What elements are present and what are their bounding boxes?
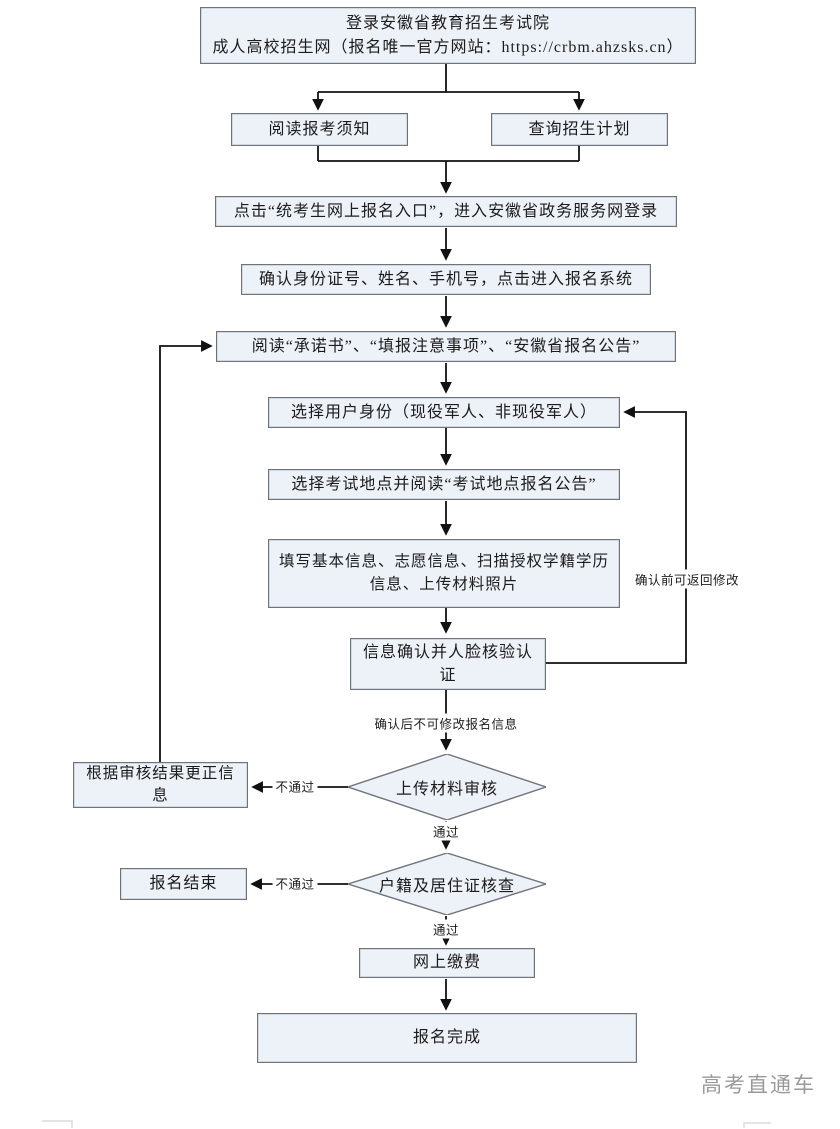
decision-residence-check: 户籍及居住证核查 — [348, 853, 546, 915]
node-registration-complete: 报名完成 — [257, 1013, 637, 1063]
edge-label-material-fail: 不通过 — [272, 776, 318, 796]
node-login-site-line2: 成人高校招生网（报名唯一官方网站：https://crbm.ahzsks.cn） — [212, 38, 684, 56]
node-click-entry-label: 点击“统考生网上报名入口”，进入安徽省政务服务网登录 — [233, 202, 659, 220]
node-face-verification-label: 信息确认并人脸核验认证 — [362, 643, 533, 684]
node-registration-complete-label: 报名完成 — [412, 1029, 481, 1047]
node-read-notice: 阅读报考须知 — [231, 113, 408, 146]
node-query-plan-label: 查询招生计划 — [528, 120, 631, 138]
edge-label-editable-before-confirm: 确认前可返回修改 — [631, 569, 743, 589]
edge-label-not-editable-after-confirm: 确认后不可修改报名信息 — [371, 713, 521, 733]
node-select-exam-location-label: 选择考试地点并阅读“考试地点报名公告” — [291, 475, 597, 493]
node-correct-information-label: 根据审核结果更正信息 — [86, 764, 235, 804]
decision-material-review-label: 上传材料审核 — [395, 781, 498, 798]
node-confirm-identity-info: 确认身份证号、姓名、手机号，点击进入报名系统 — [241, 264, 651, 295]
diamond-shape — [348, 754, 546, 820]
node-select-identity-label: 选择用户身份（现役军人、非现役军人） — [290, 403, 597, 421]
node-select-identity: 选择用户身份（现役军人、非现役军人） — [268, 397, 620, 428]
node-registration-end-label: 报名结束 — [149, 875, 218, 893]
node-query-plan: 查询招生计划 — [491, 113, 668, 146]
watermark-gaokao-zhitongche: 高考直通车 — [701, 1074, 816, 1097]
node-confirm-identity-info-label: 确认身份证号、姓名、手机号，点击进入报名系统 — [258, 270, 633, 288]
edge-label-residence-fail: 不通过 — [272, 873, 318, 893]
decision-material-review: 上传材料审核 — [348, 754, 546, 820]
edge-label-material-pass: 通过 — [429, 821, 463, 841]
diamond-shape — [348, 853, 546, 915]
node-click-entry: 点击“统考生网上报名入口”，进入安徽省政务服务网登录 — [215, 196, 677, 227]
node-select-exam-location: 选择考试地点并阅读“考试地点报名公告” — [268, 469, 620, 500]
node-login-site: 登录安徽省教育招生考试院 成人高校招生网（报名唯一官方网站：https://cr… — [200, 7, 696, 64]
node-login-site-line1: 登录安徽省教育招生考试院 — [345, 15, 550, 33]
node-face-verification: 信息确认并人脸核验认证 — [350, 638, 546, 690]
node-fill-information: 填写基本信息、志愿信息、扫描授权学籍学历信息、上传材料照片 — [268, 539, 620, 608]
node-correct-information: 根据审核结果更正信息 — [73, 762, 248, 808]
node-read-commitment: 阅读“承诺书”、“填报注意事项”、“安徽省报名公告” — [216, 331, 676, 362]
decision-residence-check-label: 户籍及居住证核查 — [378, 878, 515, 895]
node-fill-information-label: 填写基本信息、志愿信息、扫描授权学籍学历信息、上传材料照片 — [278, 553, 609, 593]
node-read-commitment-label: 阅读“承诺书”、“填报注意事项”、“安徽省报名公告” — [251, 337, 641, 355]
node-online-payment-label: 网上缴费 — [412, 954, 481, 972]
node-read-notice-label: 阅读报考须知 — [268, 120, 371, 138]
node-online-payment: 网上缴费 — [359, 948, 535, 978]
node-registration-end: 报名结束 — [120, 868, 247, 900]
edge-label-residence-pass: 通过 — [429, 919, 463, 939]
